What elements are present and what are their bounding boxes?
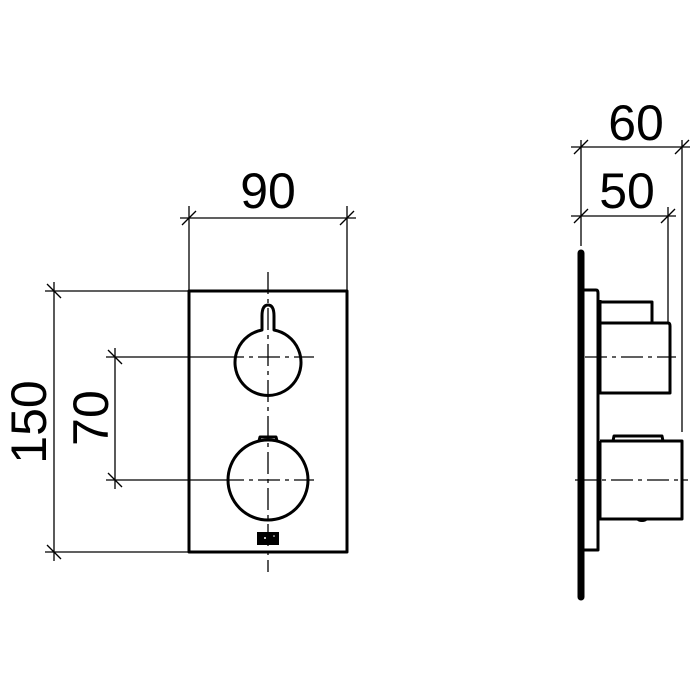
side-body xyxy=(584,288,600,552)
upper-handle-top xyxy=(600,300,654,323)
lower-handle-cap xyxy=(257,435,279,442)
tick-mark xyxy=(46,544,62,560)
dimension-overall-depth: 60 xyxy=(571,95,690,432)
tick-mark xyxy=(573,139,589,155)
dimension-handle-depth: 50 xyxy=(571,163,676,322)
tick-mark xyxy=(107,472,123,488)
tick-mark xyxy=(674,139,690,155)
dim-label-height: 150 xyxy=(1,380,57,463)
dim-label-handle-depth: 50 xyxy=(599,163,655,219)
dimension-handle-spacing: 70 xyxy=(63,348,222,489)
tick-mark xyxy=(573,208,589,224)
dimension-width: 90 xyxy=(180,163,356,291)
lower-handle-indicator xyxy=(637,518,647,522)
tick-mark xyxy=(339,210,355,226)
tick-mark xyxy=(107,349,123,365)
lower-handle-cap-side xyxy=(611,434,665,442)
dim-label-handle-spacing: 70 xyxy=(63,390,119,446)
dimension-height: 150 xyxy=(1,282,189,561)
tick-mark xyxy=(181,210,197,226)
dim-label-overall-depth: 60 xyxy=(608,95,664,151)
upper-handle-side xyxy=(598,300,672,395)
tick-mark xyxy=(46,283,62,299)
logo-badge-icon xyxy=(257,532,279,545)
tick-mark xyxy=(660,208,676,224)
side-view xyxy=(575,249,688,601)
lower-handle-side xyxy=(598,439,684,521)
front-view xyxy=(187,272,349,572)
dim-label-width: 90 xyxy=(240,163,296,219)
upper-handle-outline xyxy=(233,303,303,397)
